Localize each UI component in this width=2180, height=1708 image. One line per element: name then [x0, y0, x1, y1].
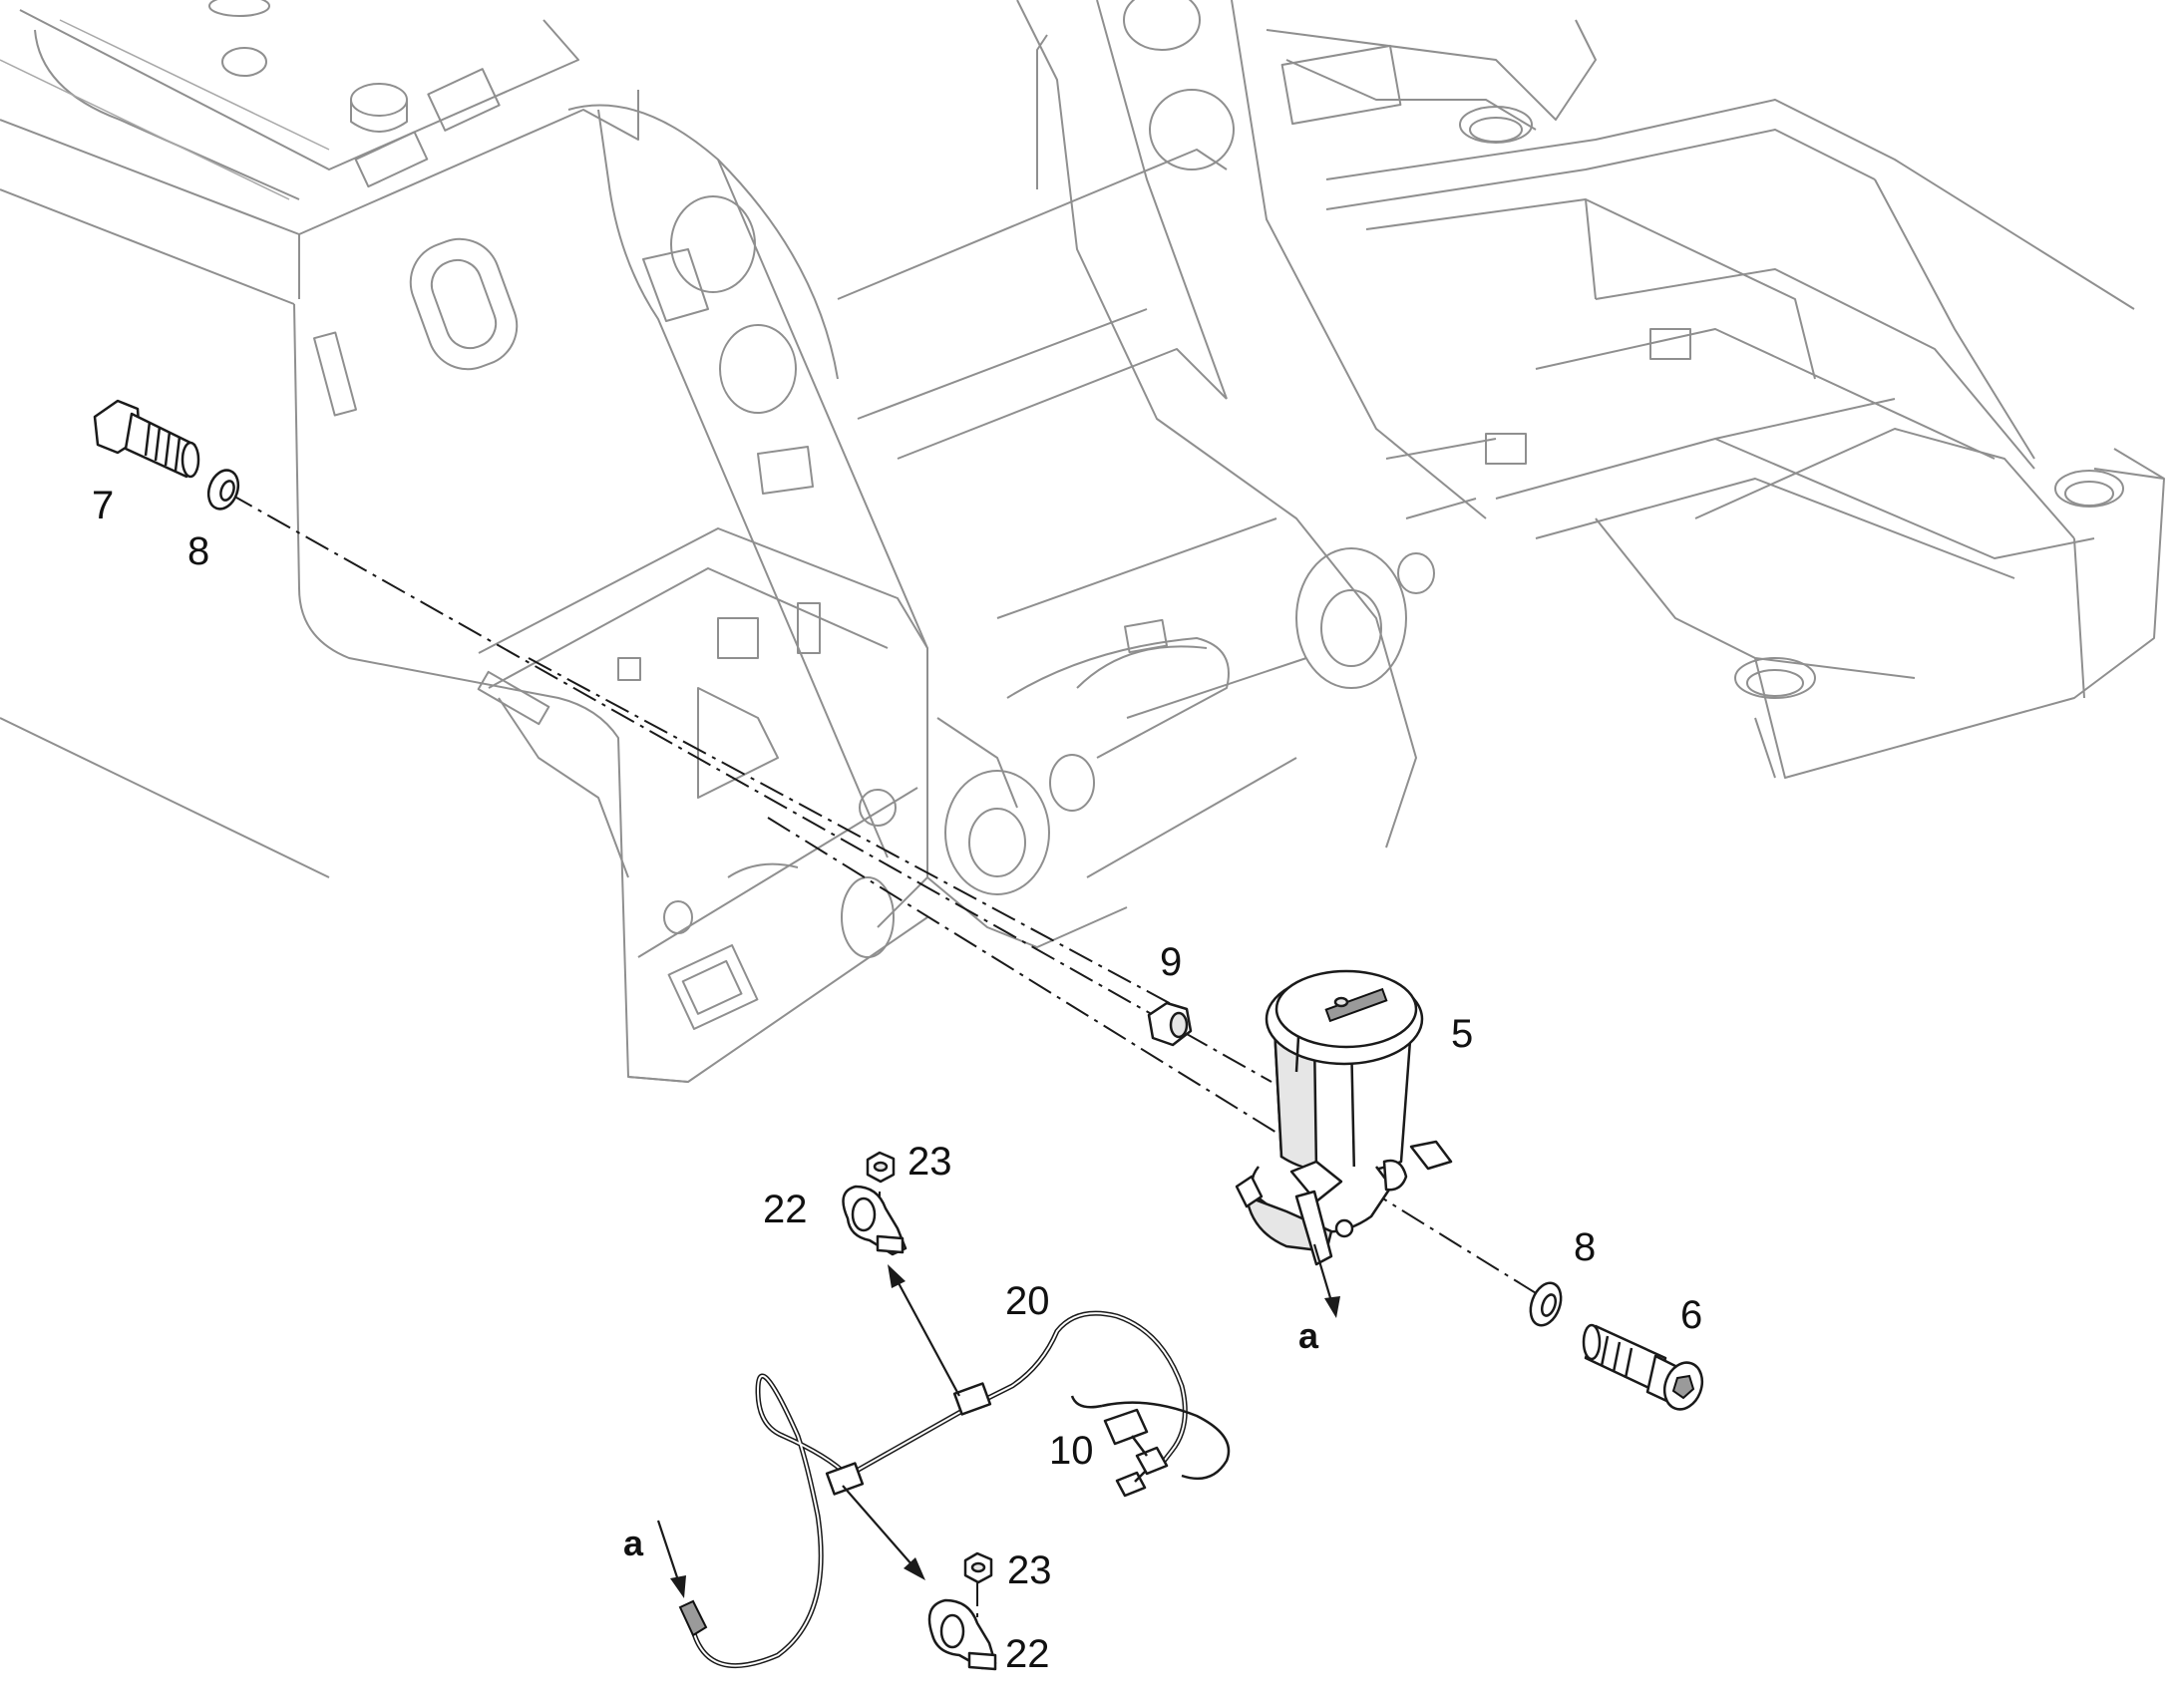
clamp-part-22-lower[interactable] — [927, 1598, 997, 1671]
arrow-line-a-lower — [656, 1520, 680, 1581]
axis-line-middle — [528, 657, 1178, 1008]
screw-part-6[interactable] — [1582, 1323, 1708, 1415]
callout-23-upper: 23 — [908, 1140, 952, 1184]
axis-line-upper — [228, 493, 1272, 1083]
bolt-part-7[interactable] — [93, 399, 200, 479]
nut-part-9[interactable] — [1147, 1001, 1193, 1047]
callout-a-upper: a — [1298, 1315, 1319, 1356]
nut-part-23-lower[interactable] — [963, 1551, 993, 1584]
washer-part-8-lower[interactable] — [1525, 1279, 1566, 1330]
callout-labels: 7 8 9 5 8 6 23 22 20 10 23 22 a a — [92, 484, 1702, 1676]
arrowhead-a-lower — [670, 1575, 686, 1598]
arrowhead-a-upper — [1324, 1296, 1340, 1318]
connector-part-10[interactable] — [1103, 1408, 1169, 1498]
callout-8-upper: 8 — [187, 529, 209, 573]
machine-frame — [0, 0, 2165, 1083]
callout-10: 10 — [1049, 1429, 1094, 1473]
direction-arrows — [656, 1243, 1340, 1598]
washer-part-8-upper[interactable] — [203, 466, 243, 512]
arrow-line-hose-to-clamp-bottom — [842, 1485, 913, 1566]
axis-line-lower — [767, 817, 1542, 1297]
arrow-line-a-upper — [1312, 1243, 1333, 1302]
callout-5: 5 — [1451, 1012, 1473, 1056]
clamp-part-22-upper[interactable] — [842, 1185, 908, 1256]
callout-23-lower: 23 — [1007, 1548, 1052, 1592]
hose-part-20[interactable] — [678, 1310, 1231, 1669]
callout-20: 20 — [1005, 1279, 1050, 1323]
callout-6: 6 — [1680, 1293, 1702, 1337]
callout-22-lower: 22 — [1005, 1632, 1050, 1676]
arrowhead-hose-to-clamp-bottom — [904, 1557, 925, 1580]
arrowhead-hose-to-clamp-top — [888, 1264, 906, 1288]
arrow-line-hose-to-clamp-top — [897, 1280, 960, 1397]
callout-a-lower: a — [623, 1523, 644, 1563]
callout-22-upper: 22 — [763, 1188, 808, 1231]
callout-8-lower: 8 — [1574, 1225, 1596, 1269]
nut-part-23-upper[interactable] — [866, 1151, 896, 1184]
callout-7: 7 — [92, 484, 114, 527]
callout-9: 9 — [1160, 940, 1182, 984]
pump-unit-part-5[interactable] — [1235, 969, 1453, 1266]
